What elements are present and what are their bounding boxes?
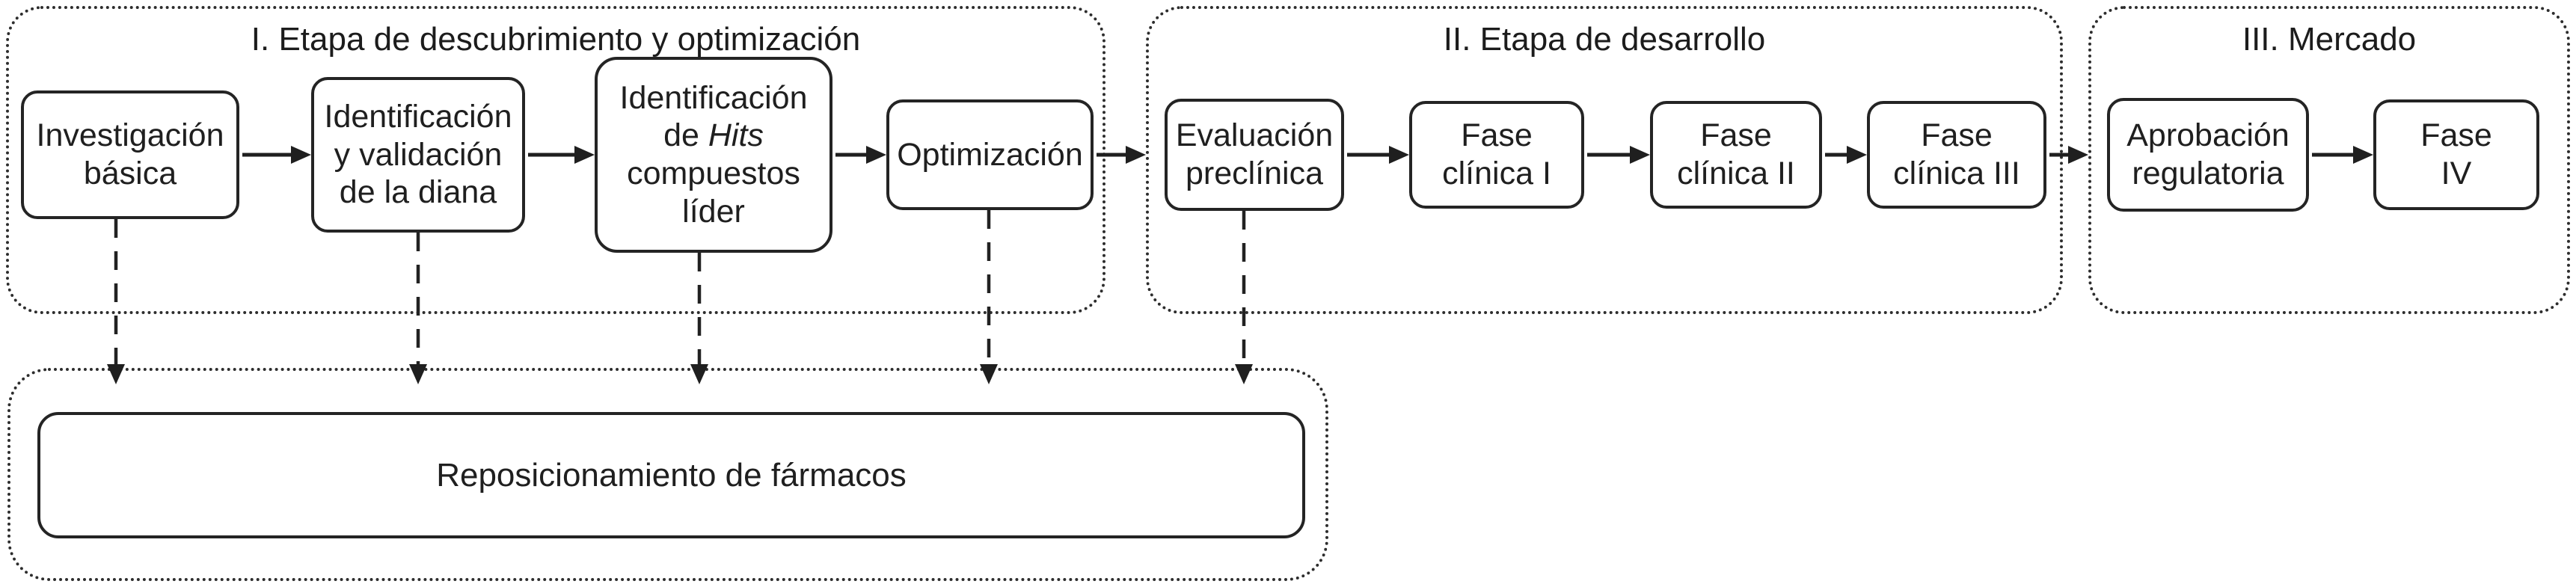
- stage-market-frame: III. Mercado: [2088, 6, 2570, 314]
- node-reposicionamiento-farmacos-label: Reposicionamiento de fármacos: [436, 456, 907, 494]
- hits-label-pre: Identificación de: [619, 79, 808, 154]
- node-fase-4-label: Fase IV: [2420, 117, 2492, 191]
- node-investigacion-basica-label: Investigación básica: [36, 117, 224, 191]
- node-evaluacion-preclinica: Evaluación preclínica: [1165, 99, 1344, 211]
- node-identificacion-hits-compuestos-lider: Identificación de Hits compuestos líder: [595, 57, 832, 253]
- stage-discovery-frame: I. Etapa de descubrimiento y optimizació…: [6, 6, 1105, 314]
- node-reposicionamiento-farmacos: Reposicionamiento de fármacos: [37, 412, 1305, 538]
- node-identificacion-hits-label: Identificación de Hits compuestos líder: [620, 79, 808, 231]
- node-fase-clinica-2: Fase clínica II: [1650, 101, 1822, 209]
- node-fase-4: Fase IV: [2373, 99, 2539, 210]
- repositioning-frame: [7, 368, 1328, 581]
- node-fase-clinica-3-label: Fase clínica III: [1893, 117, 2020, 191]
- stage-discovery-title: I. Etapa de descubrimiento y optimizació…: [251, 21, 861, 58]
- hits-label-italic: Hits: [708, 117, 764, 154]
- node-fase-clinica-3: Fase clínica III: [1867, 101, 2046, 209]
- stage-market-title: III. Mercado: [2242, 21, 2417, 58]
- node-fase-clinica-1-label: Fase clínica I: [1442, 117, 1551, 191]
- stage-development-title: II. Etapa de desarrollo: [1443, 21, 1766, 58]
- hits-label-post: compuestos líder: [627, 156, 800, 230]
- node-identificacion-validacion-diana: Identificación y validación de la diana: [311, 77, 525, 233]
- node-optimizacion-label: Optimización: [897, 136, 1083, 173]
- node-fase-clinica-2-label: Fase clínica II: [1677, 117, 1795, 191]
- node-optimizacion: Optimización: [886, 99, 1094, 210]
- node-investigacion-basica: Investigación básica: [21, 90, 239, 219]
- node-fase-clinica-1: Fase clínica I: [1409, 101, 1584, 209]
- stage-development-frame: II. Etapa de desarrollo: [1146, 6, 2063, 314]
- node-evaluacion-preclinica-label: Evaluación preclínica: [1175, 117, 1334, 191]
- node-identificacion-validacion-diana-label: Identificación y validación de la diana: [324, 98, 512, 211]
- node-aprobacion-regulatoria: Aprobación regulatoria: [2107, 98, 2309, 212]
- node-aprobacion-regulatoria-label: Aprobación regulatoria: [2126, 117, 2290, 191]
